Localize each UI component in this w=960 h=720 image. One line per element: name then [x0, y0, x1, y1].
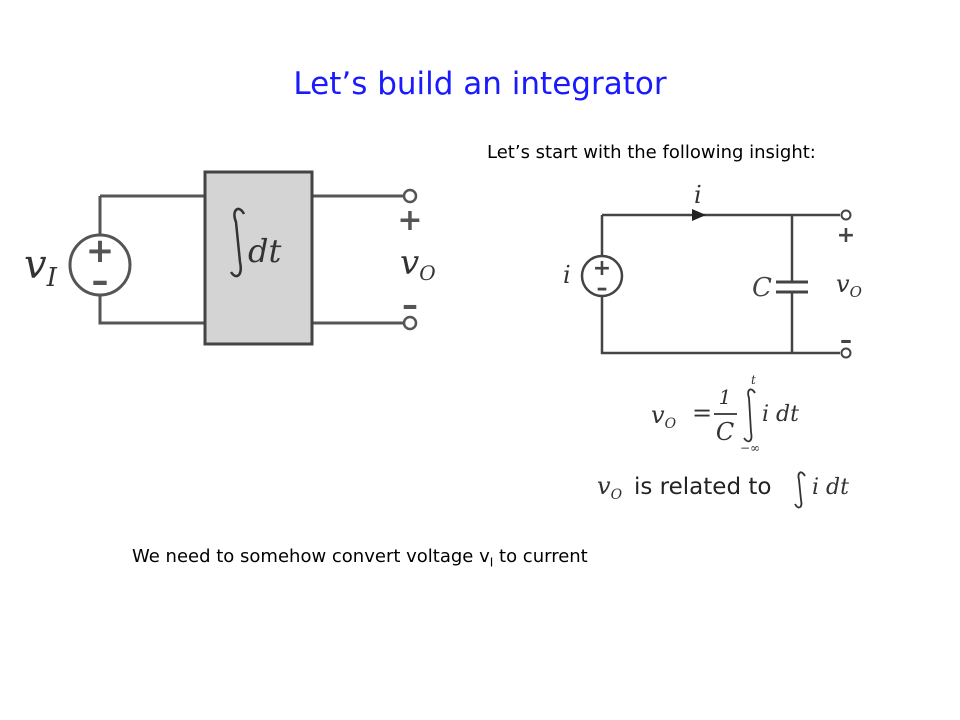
current-source: [580, 254, 624, 298]
left-input-label: vI: [24, 242, 58, 293]
right-output-label: vO: [836, 270, 862, 301]
slide-title: Let’s build an integrator: [293, 66, 667, 102]
integral-equation: vO = 1 C t −∞ i dt: [651, 373, 799, 455]
right-wire-bottom: [600, 296, 840, 355]
equation-lhs-sub: O: [665, 416, 677, 432]
right-source-label: i: [563, 261, 571, 289]
current-label: i: [694, 181, 702, 209]
right-source-minus: –: [597, 276, 608, 301]
block-label: dt: [248, 232, 281, 270]
current-arrow-icon: [692, 209, 706, 221]
equation-upper-limit: t: [751, 373, 756, 387]
equation-lhs: vO: [651, 401, 677, 432]
relation-lhs-main: v: [597, 472, 611, 500]
left-output-terminal-bottom: [402, 315, 418, 331]
equation-denominator: C: [716, 418, 734, 446]
equation-equals: =: [692, 399, 712, 427]
right-output-terminal-top: [840, 209, 852, 221]
bottom-caption-sub: I: [489, 555, 494, 570]
equation-integral-icon: [743, 388, 756, 443]
left-output-label-main: v: [400, 243, 419, 283]
right-output-terminal-bottom: [840, 347, 852, 359]
bottom-caption-main: We need to somehow convert voltage v: [132, 546, 490, 567]
left-source-plus: +: [86, 231, 115, 271]
integrator-block: [203, 170, 314, 346]
left-output-minus: –: [402, 286, 418, 324]
right-circuit: [600, 213, 840, 355]
equation-lower-limit: −∞: [740, 441, 760, 455]
left-input-label-sub: I: [46, 263, 58, 293]
left-source-minus: –: [92, 261, 109, 301]
left-output-terminal-top: [402, 188, 418, 204]
bottom-caption: We need to somehow convert voltage vI to…: [132, 546, 588, 570]
integral-sign-icon: [229, 207, 246, 278]
left-output-plus: +: [397, 203, 422, 238]
equation-lhs-main: v: [651, 401, 665, 429]
relation-lhs: vO: [597, 472, 623, 503]
right-output-minus: –: [840, 326, 852, 354]
relation-integrand: i dt: [812, 475, 849, 500]
right-source-plus: +: [593, 256, 611, 281]
capacitor-label: C: [752, 273, 772, 303]
left-output-label-sub: O: [419, 261, 435, 285]
left-output-label: vO: [400, 243, 436, 285]
equation-integrand: i dt: [762, 402, 799, 427]
bottom-caption-end: to current: [493, 546, 588, 567]
relation-text: is related to: [634, 474, 771, 500]
left-voltage-source: [68, 233, 132, 297]
insight-caption: Let’s start with the following insight:: [487, 142, 816, 163]
equation-numerator: 1: [719, 385, 732, 409]
left-input-label-main: v: [24, 242, 47, 288]
right-output-plus: +: [837, 223, 855, 248]
left-circuit: [98, 194, 403, 325]
left-wire-source-bottom: [98, 295, 205, 325]
right-output-label-sub: O: [850, 283, 862, 301]
relation-statement: vO is related to i dt: [597, 471, 849, 509]
relation-lhs-sub: O: [611, 487, 623, 503]
right-output-label-main: v: [836, 270, 850, 298]
relation-integral-icon: [794, 471, 806, 509]
